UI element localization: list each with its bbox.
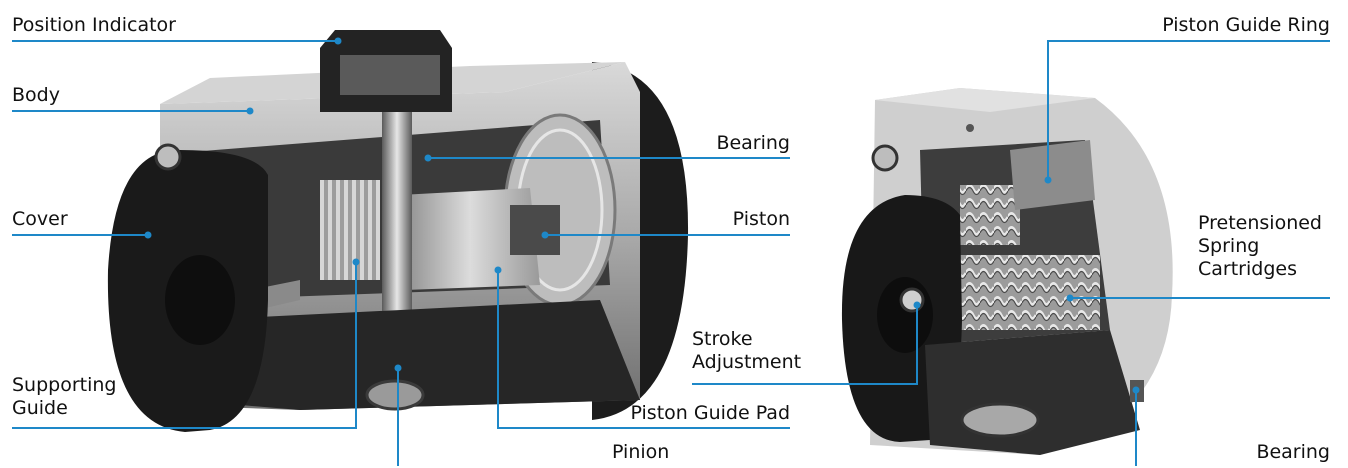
leader-piston-guide-pad-dot [494, 266, 502, 274]
label-supporting-guide-line1: Supporting [12, 374, 117, 396]
label-pretensioned-line3: Cartridges [1198, 258, 1297, 280]
leader-spring-cartridges-dot [1066, 294, 1074, 302]
right-actuator-top-block [875, 88, 1095, 112]
leader-piston-guide-ring [1047, 40, 1330, 180]
leader-piston-guide-pad [497, 270, 790, 429]
left-actuator-rack [320, 180, 380, 280]
leader-stroke-adjustment [692, 305, 918, 385]
leader-supporting-guide [12, 262, 357, 429]
leader-body-dot [246, 107, 254, 115]
leader-piston-guide-ring-dot [1044, 176, 1052, 184]
label-pretensioned-spring-cartridges: Pretensioned Spring Cartridges [1198, 212, 1322, 281]
label-piston: Piston [732, 208, 790, 230]
leader-pinion-dot [394, 364, 402, 372]
label-stroke-line1: Stroke [692, 328, 753, 350]
leader-supporting-guide-dot [352, 258, 360, 266]
label-piston-guide-ring: Piston Guide Ring [1162, 14, 1330, 36]
leader-bearing-right-dot [1132, 386, 1140, 394]
label-position-indicator: Position Indicator [12, 14, 176, 36]
leader-position-indicator-dot [334, 37, 342, 45]
leader-cover-dot [144, 231, 152, 239]
label-supporting-guide: Supporting Guide [12, 374, 117, 420]
label-cover: Cover [12, 208, 68, 230]
label-pretensioned-line2: Spring [1198, 235, 1260, 257]
label-piston-guide-pad: Piston Guide Pad [630, 402, 790, 424]
label-bearing-left: Bearing [716, 132, 790, 154]
label-stroke-adjustment: Stroke Adjustment [692, 328, 801, 374]
left-actuator [107, 30, 689, 432]
right-actuator-spring-upper [960, 185, 1020, 245]
label-supporting-guide-line2: Guide [12, 397, 68, 419]
label-stroke-line2: Adjustment [692, 351, 802, 373]
right-actuator [841, 88, 1173, 455]
leader-stroke-adjustment-dot [913, 301, 921, 309]
left-actuator-base [180, 300, 640, 410]
label-pinion: Pinion [612, 441, 670, 463]
label-body: Body [12, 84, 60, 106]
label-pretensioned-line1: Pretensioned [1198, 212, 1322, 234]
right-actuator-spring-cartridges [935, 255, 1100, 330]
leader-piston-dot [541, 231, 549, 239]
left-actuator-piston [400, 188, 540, 290]
label-bearing-right: Bearing [1256, 441, 1330, 463]
leader-lines [12, 37, 1330, 466]
leader-bearing-left-dot [424, 154, 432, 162]
